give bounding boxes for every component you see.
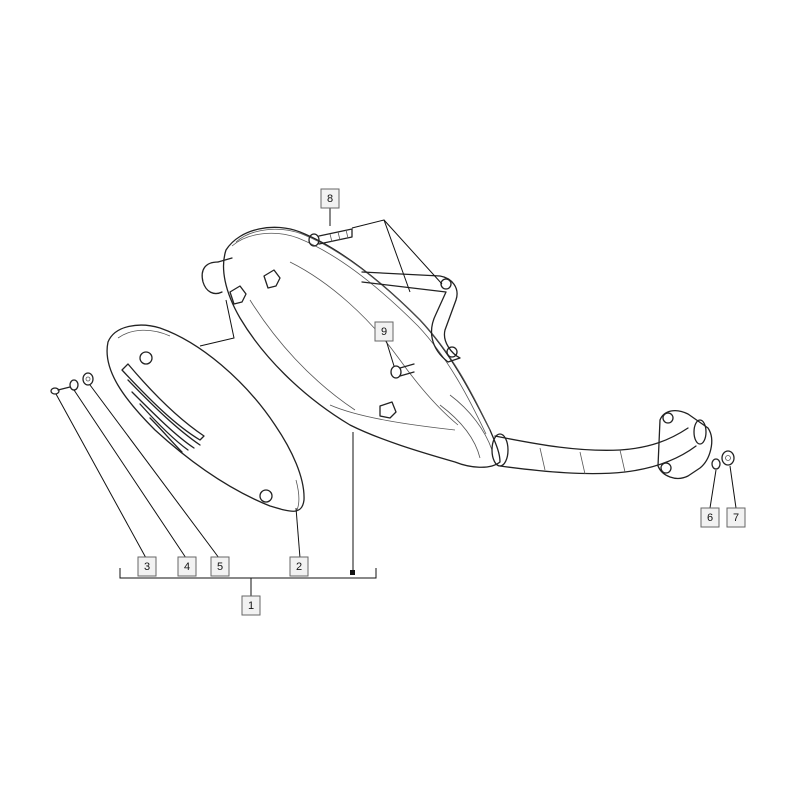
callout-3-label: 3 bbox=[144, 561, 150, 573]
heat-shield bbox=[106, 324, 305, 513]
callout-5-label: 5 bbox=[217, 561, 223, 573]
callout-6-label: 6 bbox=[707, 512, 713, 524]
nut-7 bbox=[721, 450, 735, 466]
mounting-bracket bbox=[361, 271, 461, 363]
callout-2: 2 bbox=[289, 556, 309, 577]
callout-9: 9 bbox=[374, 321, 394, 342]
callout-7: 7 bbox=[726, 507, 746, 528]
bolt-9 bbox=[390, 363, 415, 379]
callout-6: 6 bbox=[700, 507, 720, 528]
bolt-8 bbox=[308, 228, 353, 247]
assembly-marker bbox=[350, 570, 355, 575]
callout-5: 5 bbox=[210, 556, 230, 577]
callout-1-label: 1 bbox=[248, 600, 254, 612]
leader-lines bbox=[55, 206, 737, 596]
callout-7-label: 7 bbox=[733, 512, 739, 524]
callout-4-label: 4 bbox=[184, 561, 190, 573]
screw-3 bbox=[50, 386, 71, 395]
callout-2-label: 2 bbox=[296, 561, 302, 573]
callout-3: 3 bbox=[137, 556, 157, 577]
exhaust-pipe bbox=[491, 409, 713, 480]
washer-6 bbox=[711, 458, 721, 470]
washer-4 bbox=[69, 379, 79, 391]
callout-8: 8 bbox=[320, 188, 340, 209]
muffler-body bbox=[201, 226, 501, 468]
callout-1: 1 bbox=[241, 595, 261, 616]
callout-9-label: 9 bbox=[381, 326, 387, 338]
nut-5 bbox=[82, 372, 94, 386]
callout-8-label: 8 bbox=[327, 193, 333, 205]
callout-4: 4 bbox=[177, 556, 197, 577]
